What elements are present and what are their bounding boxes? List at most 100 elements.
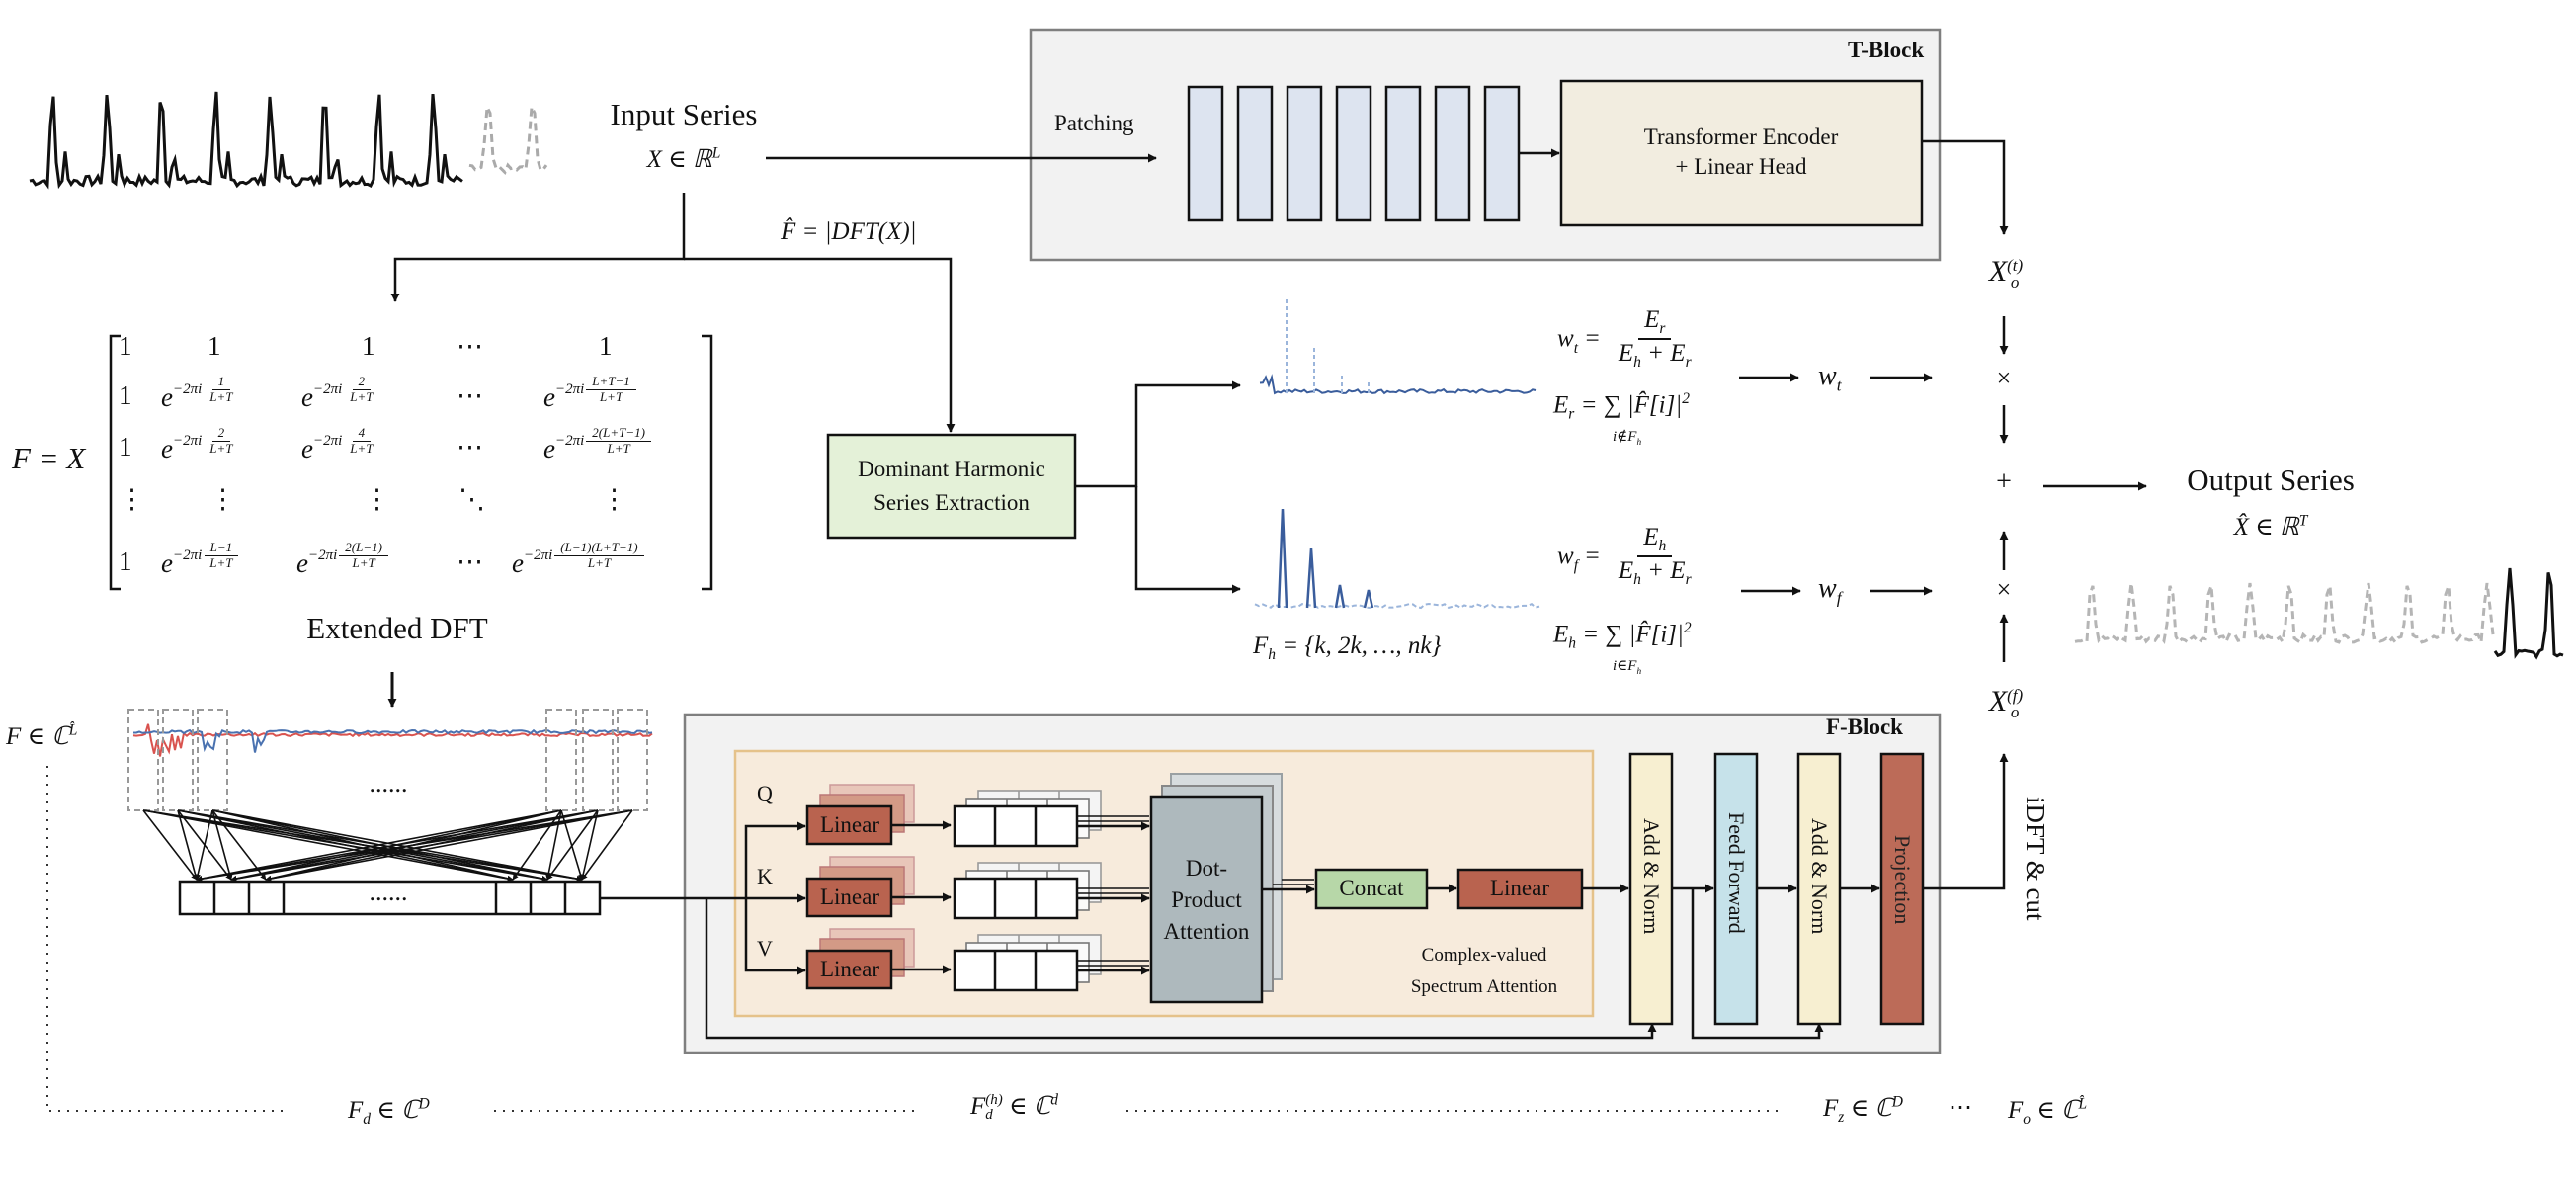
- m-r4c5: ⋮: [601, 484, 627, 514]
- input-forecast-ghost-line: [468, 101, 548, 176]
- add-norm-1-label: Add & Norm: [1639, 818, 1664, 935]
- m-r4c2: ⋮: [209, 484, 236, 514]
- spectrum-ellipsis: ......: [369, 769, 408, 798]
- q-label: Q: [757, 781, 773, 805]
- m-r1c4: ⋯: [457, 331, 483, 361]
- extended-spectrum-plot: [132, 723, 653, 757]
- harmonic-peak: [1305, 548, 1317, 609]
- m-r1c1: 1: [119, 331, 132, 361]
- wt-weight-label: wt: [1818, 361, 1842, 395]
- patch-token: [1335, 85, 1372, 222]
- residual-to-addnorm2-arrow: [1691, 888, 1824, 1040]
- extended-spectrum-imag-line: [133, 728, 653, 753]
- patch-token: [1483, 85, 1521, 222]
- projection-to-xf-arrow: [1923, 753, 2009, 890]
- input-to-harmonic-arrow: [684, 257, 956, 433]
- linear-box: [805, 877, 893, 918]
- selection-arrow: [512, 809, 562, 881]
- harmonic-to-wt-spectrum-arrow: [1075, 380, 1241, 488]
- concat-label: Concat: [1339, 876, 1404, 900]
- input-series-line: [29, 91, 463, 190]
- patching-label: Patching: [1054, 111, 1134, 135]
- eh-sum-subscript: i∈Fh: [1613, 658, 1642, 677]
- input-series-plot: [29, 91, 548, 190]
- selection-arrow: [211, 809, 514, 882]
- v-label: V: [757, 936, 773, 961]
- wf-weight-label: wf: [1818, 573, 1842, 608]
- harmonic-spectrum-plot: [1254, 508, 1540, 610]
- plus-symbol: +: [1996, 466, 2012, 497]
- harmonic-peak: [1334, 584, 1346, 609]
- concat-box: [1314, 868, 1429, 910]
- selection-arrow: [177, 809, 514, 882]
- attention-caption-2: Spectrum Attention: [1410, 976, 1558, 997]
- output-series-plot: [2074, 567, 2564, 660]
- harmonic-peak: [1277, 508, 1288, 609]
- dft-magnitude-label: F̂ = |DFT(X)|: [781, 218, 917, 245]
- selection-arrow: [580, 809, 599, 881]
- output-linear-label: Linear: [1489, 876, 1550, 900]
- projection-label: Projection: [1890, 835, 1915, 925]
- fd-dimension-label: Fd ∈ ℂD: [348, 1095, 430, 1128]
- harmonic-extraction-box: [826, 433, 1077, 540]
- residual-spectrum-plot: [1259, 296, 1537, 395]
- selection-box: [162, 709, 194, 811]
- harmonic-box-label-2: Series Extraction: [873, 490, 1030, 515]
- frequency-selection-fan: [142, 809, 633, 883]
- token-stack-layer: [953, 877, 1079, 920]
- harmonic-to-wf-spectrum-arrow: [1134, 486, 1241, 594]
- selection-box: [127, 709, 159, 811]
- frequency-selection-boxes: [127, 709, 648, 811]
- f-block-title: F-Block: [1826, 715, 1903, 739]
- extended-spectrum-real-line: [132, 723, 653, 757]
- selection-arrow: [265, 809, 633, 882]
- selection-arrow: [195, 809, 213, 881]
- encoder-to-xt-arrow: [1922, 139, 2009, 235]
- output-series-title: Output Series: [2187, 463, 2355, 497]
- t-block-title: T-Block: [1848, 38, 1925, 62]
- encoder-label-1: Transformer Encoder: [1643, 125, 1839, 149]
- qkv-token-stacks: [953, 790, 1150, 992]
- token-stack-layer: [953, 804, 1079, 848]
- feed-forward-label: Feed Forward: [1724, 812, 1749, 934]
- matrix-lhs: F = X: [12, 441, 86, 475]
- selection-arrow: [142, 809, 514, 882]
- attention-caption-1: Complex-valued: [1421, 945, 1547, 966]
- selection-box: [545, 709, 577, 811]
- m-r4c4: ⋱: [458, 484, 485, 514]
- bottom-ellipsis: ⋯: [1949, 1095, 1972, 1121]
- selection-arrow: [196, 809, 562, 882]
- transformer-encoder-box: [1559, 79, 1924, 227]
- patch-token: [1187, 85, 1224, 222]
- times-symbol-top: ×: [1996, 364, 2012, 392]
- m-r1c3: 1: [362, 331, 375, 361]
- extended-dft-caption: Extended DFT: [306, 611, 488, 645]
- selection-arrow: [230, 809, 633, 883]
- m-r1c5: 1: [599, 331, 613, 361]
- er-formula: Er = ∑ |F̂[i]|2: [1553, 390, 1690, 423]
- m-r1c2: 1: [208, 331, 221, 361]
- add-norm-1-box: [1628, 752, 1674, 1026]
- residual-to-addnorm1-arrow: [705, 898, 1657, 1040]
- output-series-formula: X̂ ∈ ℝT: [2233, 512, 2308, 541]
- selection-arrow: [142, 809, 198, 881]
- xf-label: X(f)o: [1988, 685, 2024, 722]
- output-forecast-line: [2074, 582, 2495, 646]
- feed-forward-box: [1713, 752, 1759, 1026]
- dot-product-label-2: Product: [1171, 887, 1242, 912]
- matrix-row-1: 1 1 1 ⋯ 1: [117, 331, 702, 369]
- input-series-formula: X ∈ ℝL: [646, 144, 721, 173]
- projection-box: [1879, 752, 1925, 1026]
- selection-box: [197, 709, 228, 811]
- k-label: K: [757, 864, 773, 888]
- m-r3c1: 1: [119, 432, 132, 462]
- m-r5c1: 1: [119, 547, 132, 576]
